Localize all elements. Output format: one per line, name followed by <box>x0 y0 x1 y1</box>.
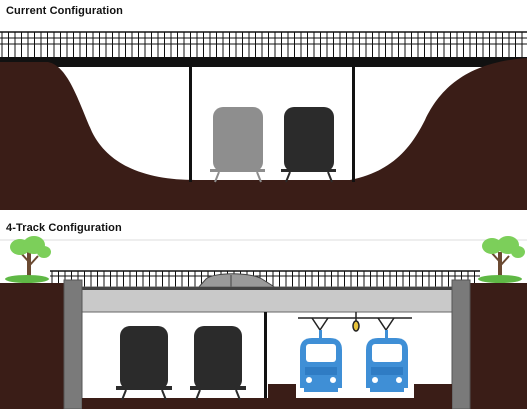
light-rail-vehicle-icon <box>300 330 342 392</box>
track-bed <box>82 398 452 409</box>
left-earth <box>0 283 64 409</box>
current-bridge-deck <box>0 57 527 67</box>
current-panel <box>0 31 527 210</box>
four-track-bridge-deck <box>39 286 491 313</box>
current-pier-left <box>189 66 192 182</box>
right-abutment <box>451 279 471 409</box>
four-track-panel <box>0 236 527 409</box>
center-pier <box>264 312 267 409</box>
tree-icon <box>478 236 525 283</box>
four-track-railing <box>50 270 480 287</box>
current-embankment <box>0 58 527 210</box>
light-rail-vehicle-icon <box>366 330 408 392</box>
current-railing <box>0 31 527 57</box>
current-pier-right <box>352 66 355 182</box>
right-earth <box>468 283 527 409</box>
freight-car-icon <box>281 107 336 183</box>
freight-car-icon <box>210 107 265 183</box>
four-track-configuration-title: 4-Track Configuration <box>6 222 122 234</box>
left-abutment <box>63 279 83 409</box>
freight-car-icon <box>116 326 172 401</box>
freight-car-icon <box>190 326 246 401</box>
car-icon <box>196 273 278 289</box>
catenary-icon <box>298 312 412 332</box>
current-configuration-title: Current Configuration <box>6 5 123 17</box>
tree-icon <box>5 236 51 283</box>
